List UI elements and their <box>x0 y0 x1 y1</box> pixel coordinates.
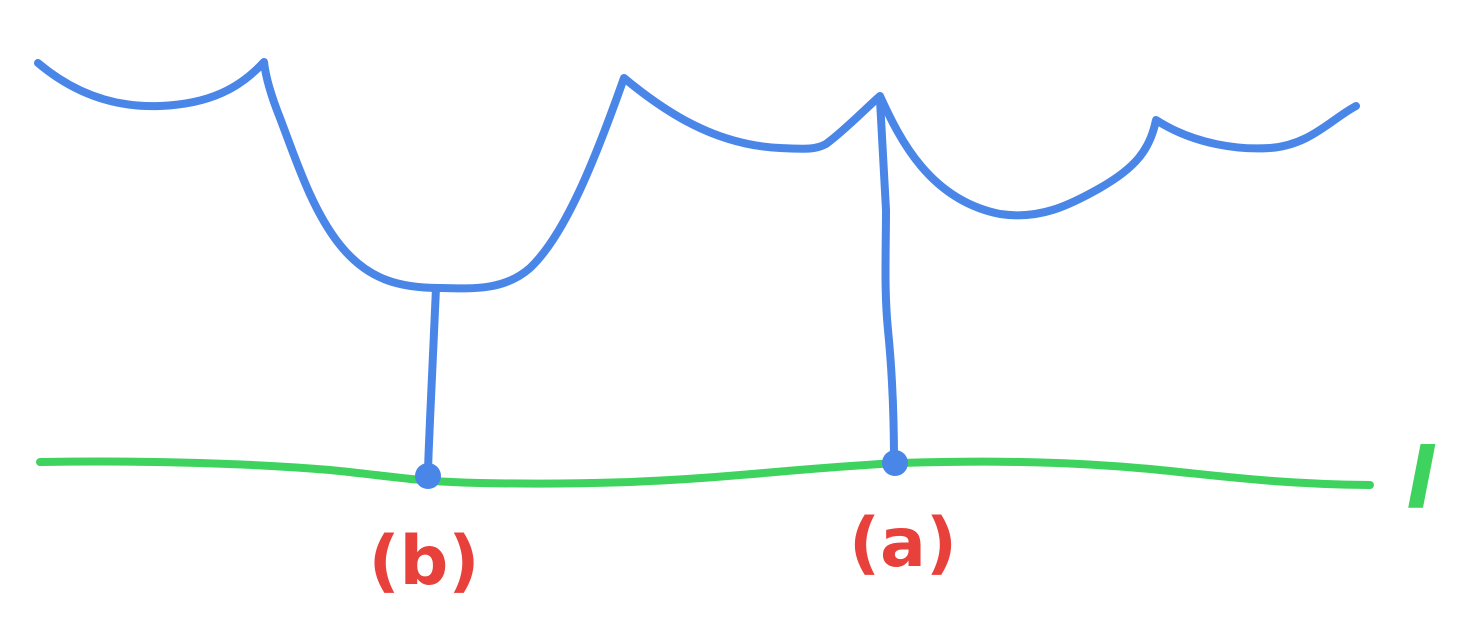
segment-to-a <box>876 96 898 466</box>
line-l <box>36 457 1374 489</box>
label-line-l: l <box>1406 430 1436 528</box>
point-b-dot <box>415 463 441 489</box>
segment-to-b <box>424 284 440 480</box>
label-b: (b) <box>369 522 480 601</box>
boundary-curve <box>34 58 1360 293</box>
label-a: (a) <box>849 504 957 583</box>
point-a-dot <box>882 450 908 476</box>
